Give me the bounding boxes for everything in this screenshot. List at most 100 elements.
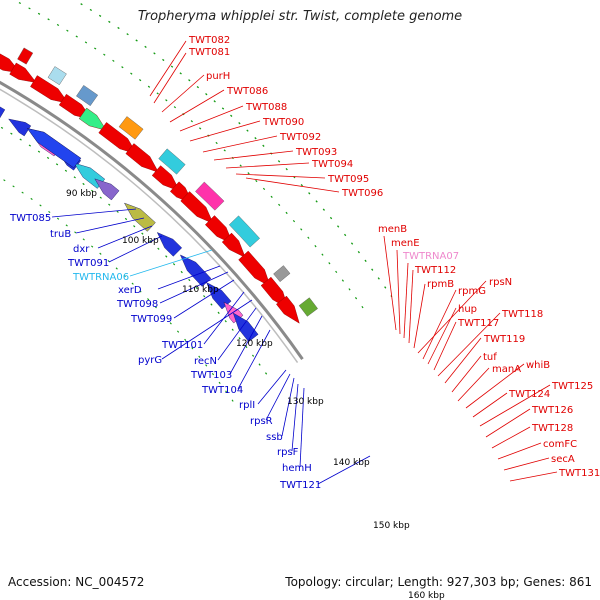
forward-leader-line xyxy=(149,40,187,97)
gene-label-reverse: TWT098 xyxy=(116,299,158,310)
forward-leader-line xyxy=(417,280,487,354)
forward-leader-line xyxy=(413,283,426,349)
forward-leader-line xyxy=(509,471,558,482)
reverse-gene-arrow xyxy=(8,118,32,137)
gene-label-reverse: ssb xyxy=(266,432,283,443)
label-leader-lines xyxy=(51,40,558,485)
forward-leader-line xyxy=(161,74,205,113)
reverse-gene-arrow xyxy=(156,232,183,257)
gene-feature-block xyxy=(298,297,318,317)
kbp-tick-label: 150 kbp xyxy=(373,521,410,531)
gene-label-forward: rpmG xyxy=(458,286,486,297)
reverse-leader-line xyxy=(108,235,163,263)
gene-feature-block xyxy=(158,148,186,175)
gene-feature-block xyxy=(118,116,144,140)
gene-label-forward: rpmB xyxy=(427,279,454,290)
gene-label-forward: hup xyxy=(458,304,477,315)
forward-leader-line xyxy=(497,442,542,460)
gene-label-forward: TWT081 xyxy=(188,47,230,58)
forward-leader-line xyxy=(225,162,310,169)
gene-label-forward: TWTRNA07 xyxy=(402,251,459,262)
kbp-tick-label: 160 kbp xyxy=(408,591,445,600)
forward-leader-line xyxy=(169,89,225,123)
gene-label-reverse: rplI xyxy=(239,400,255,411)
gene-label-reverse: TWT103 xyxy=(190,370,232,381)
kbp-tick-label: 110 kbp xyxy=(182,285,219,295)
gene-feature-block xyxy=(76,85,99,107)
reverse-leader-line xyxy=(299,387,305,468)
forward-gene-arrow xyxy=(125,143,159,173)
reverse-leader-line xyxy=(129,249,213,277)
gene-label-forward: menB xyxy=(378,224,407,235)
reverse-gene-arrow xyxy=(123,202,156,232)
forward-leader-line xyxy=(472,392,508,418)
forward-gene-arrow xyxy=(276,295,300,324)
forward-leader-line xyxy=(213,150,294,161)
forward-leader-line xyxy=(503,457,550,471)
forward-gene-arrow xyxy=(180,191,214,224)
reverse-gene-arrow xyxy=(0,106,6,119)
gene-label-reverse: TWT091 xyxy=(67,258,109,269)
gene-label-forward: TWT093 xyxy=(295,147,337,158)
forward-leader-line xyxy=(437,312,501,377)
kbp-tick-label: 100 kbp xyxy=(122,236,159,246)
reverse-gene-arrow-long xyxy=(26,127,82,169)
forward-leader-line xyxy=(491,426,531,449)
forward-leader-line xyxy=(451,355,482,393)
gene-label-reverse: rpsR xyxy=(250,416,273,427)
reverse-leader-line xyxy=(217,307,257,361)
kbp-tick-label: 140 kbp xyxy=(333,458,370,468)
reverse-leader-line xyxy=(257,369,287,405)
forward-leader-line xyxy=(444,337,482,384)
gene-feature-block xyxy=(195,181,225,211)
forward-leader-line xyxy=(422,289,457,360)
forward-leader-line xyxy=(403,262,409,339)
forward-leader-line xyxy=(408,269,414,344)
forward-leader-line xyxy=(153,52,187,104)
gene-features xyxy=(0,47,318,343)
gene-label-forward: TWT094 xyxy=(311,159,353,170)
reverse-leader-line xyxy=(291,383,299,452)
gene-label-reverse: TWT085 xyxy=(9,213,51,224)
forward-leader-line xyxy=(433,321,457,371)
gc-dot-ring xyxy=(0,176,237,406)
gene-label-reverse: TWT101 xyxy=(161,340,203,351)
reverse-leader-line xyxy=(157,265,221,290)
reverse-gene-arrow xyxy=(232,312,259,343)
forward-leader-line xyxy=(189,120,261,142)
map-title: Tropheryma whipplei str. Twist, complete… xyxy=(137,9,463,24)
gene-feature-block xyxy=(273,265,291,283)
reverse-leader-line xyxy=(161,299,253,360)
genome-backbone xyxy=(0,80,304,363)
forward-leader-line xyxy=(465,363,525,409)
forward-leader-line xyxy=(245,177,340,193)
forward-leader-line xyxy=(202,135,278,153)
genome-summary-text: Topology: circular; Length: 927,303 bp; … xyxy=(285,575,592,589)
forward-gene-arrow xyxy=(9,62,37,83)
gene-label-forward: TWT086 xyxy=(226,86,268,97)
forward-leader-line xyxy=(427,307,457,365)
gene-label-forward: TWT125 xyxy=(551,381,593,392)
accession-text: Accession: NC_004572 xyxy=(8,575,145,589)
gene-label-reverse: TWT099 xyxy=(130,314,172,325)
gene-label-reverse: TWT121 xyxy=(279,480,321,491)
forward-gene-arrow xyxy=(151,165,181,192)
gene-label-reverse: rpsF xyxy=(277,447,299,458)
gene-feature-block xyxy=(47,66,67,86)
gene-feature-block xyxy=(17,47,34,65)
gene-label-forward: purH xyxy=(206,71,230,82)
backbone-inner-line xyxy=(0,88,299,363)
gene-label-forward: TWT112 xyxy=(414,265,456,276)
gene-label-forward: tuf xyxy=(483,352,497,363)
gene-label-forward: TWT131 xyxy=(558,468,600,479)
reverse-leader-line xyxy=(159,271,229,304)
gene-label-forward: TWT126 xyxy=(531,405,573,416)
reverse-gene-arrow xyxy=(94,178,120,201)
forward-leader-line xyxy=(485,408,531,438)
gene-feature-block xyxy=(228,215,260,248)
gene-label-forward: TWT090 xyxy=(262,117,304,128)
reverse-leader-line xyxy=(51,208,137,218)
gene-label-reverse: hemH xyxy=(282,463,312,474)
